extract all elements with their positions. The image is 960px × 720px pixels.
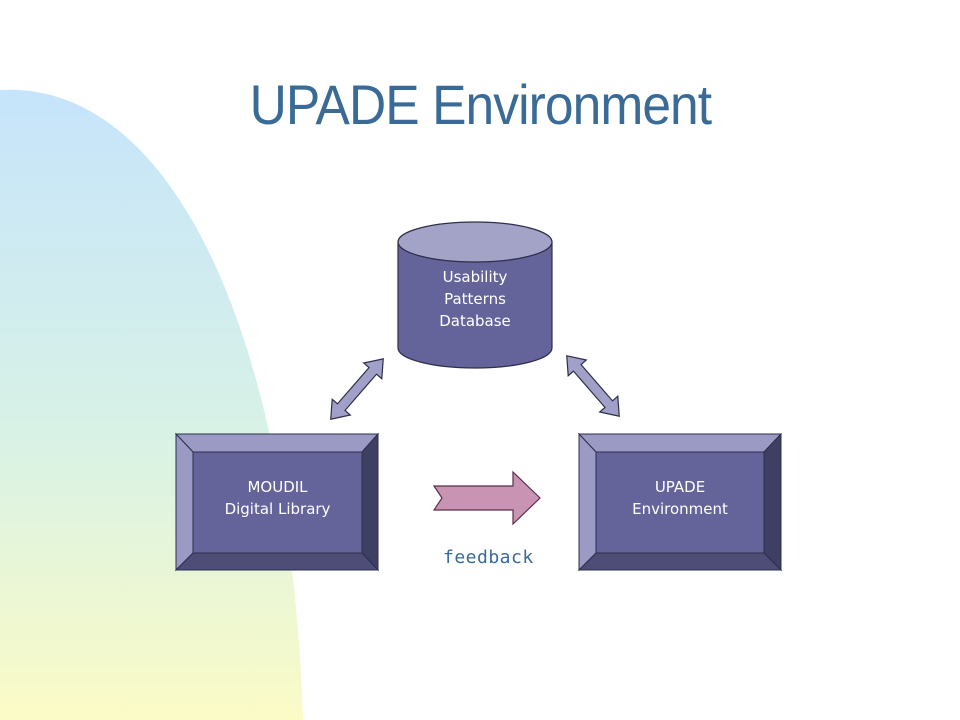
database-label: Usability Patterns Database [398,266,552,332]
double-arrow-right [566,355,620,417]
database-cylinder [397,221,553,369]
database-label-line-2: Patterns [444,290,506,308]
upade-label-line-2: Environment [632,500,728,518]
slide-title: UPADE Environment [249,73,713,136]
double-arrow-left [330,358,384,420]
moudil-label: MOUDIL Digital Library [193,476,362,520]
moudil-label-line-1: MOUDIL [247,478,308,496]
upade-label: UPADE Environment [596,476,764,520]
upade-box [577,432,783,572]
database-label-line-1: Usability [442,268,508,286]
moudil-label-line-2: Digital Library [224,500,331,518]
feedback-arrow [432,470,541,526]
moudil-box [174,432,380,572]
feedback-label: feedback [443,547,534,568]
upade-label-line-1: UPADE [654,478,706,496]
database-label-line-3: Database [439,312,511,330]
